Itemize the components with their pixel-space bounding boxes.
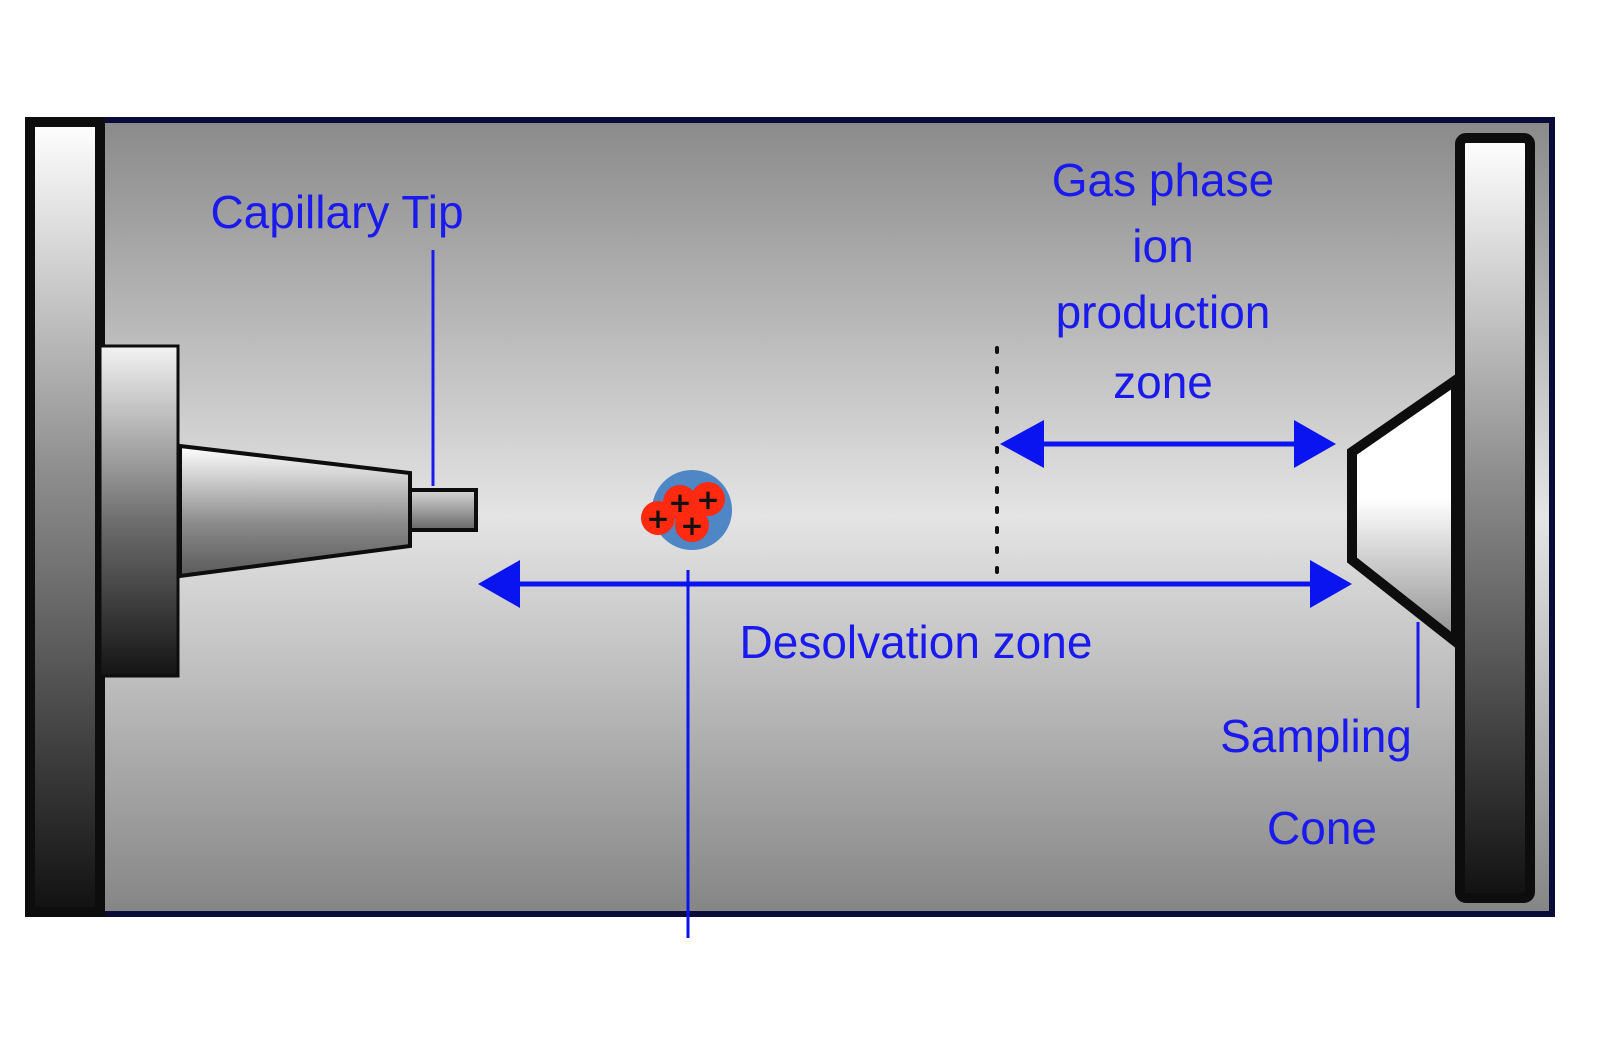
- sampling-cone-label-line2: Cone: [1267, 802, 1377, 854]
- gas-phase-label-line4: zone: [1113, 356, 1213, 408]
- capillary-tip: [408, 488, 478, 532]
- sampling-cone-label-line1: Sampling: [1220, 710, 1412, 762]
- gas-phase-zone-label: Gas phase ion production zone: [1052, 154, 1274, 408]
- desolvation-zone-label: Desolvation zone: [740, 616, 1093, 668]
- ion: [675, 508, 709, 542]
- left-end-plate: [25, 117, 105, 917]
- charge-symbol: +: [680, 509, 703, 542]
- right-end-plate: [1455, 133, 1535, 903]
- arrowhead-right: [1310, 560, 1352, 608]
- desolvation-zone-arrow: [478, 560, 1352, 608]
- gas-phase-label-line1: Gas phase: [1052, 154, 1274, 206]
- ion: [691, 482, 725, 516]
- capillary-tip-label: Capillary Tip: [210, 186, 463, 238]
- charge-symbol: +: [668, 486, 691, 519]
- arrowhead-left: [1000, 420, 1044, 468]
- gas-phase-label-line3: production: [1056, 286, 1271, 338]
- sampling-cone-label: Sampling Cone: [1220, 710, 1412, 854]
- gas-phase-zone-arrow: [1000, 420, 1336, 468]
- charge-symbol: +: [696, 483, 719, 516]
- arrowhead-left: [478, 560, 520, 608]
- capillary-body: [178, 443, 412, 579]
- charged-droplet: + + + +: [641, 470, 732, 550]
- capillary-flange: [98, 344, 180, 678]
- sampling-cone: [1347, 370, 1461, 653]
- arrowhead-right: [1294, 420, 1336, 468]
- charge-symbol: +: [646, 502, 669, 535]
- gas-phase-label-line2: ion: [1132, 220, 1193, 272]
